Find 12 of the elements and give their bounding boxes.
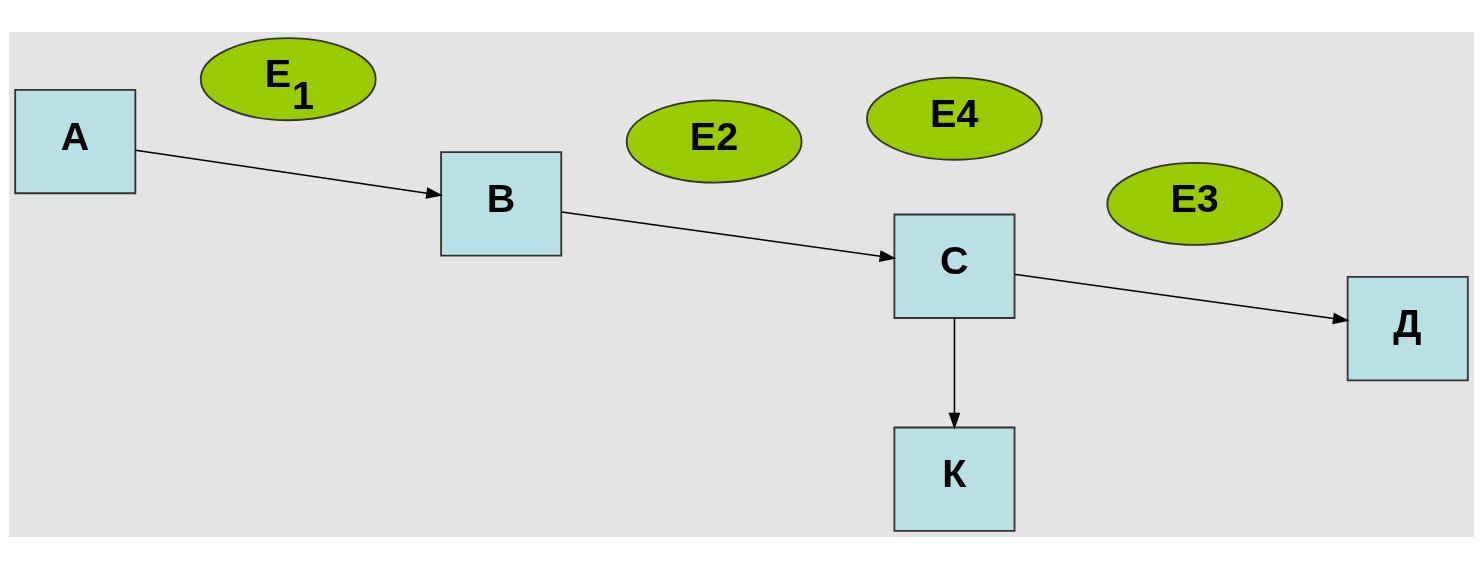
node-ellipse: Е3 xyxy=(1106,161,1284,246)
node-ellipse: Е4 xyxy=(866,76,1043,161)
arrow xyxy=(1014,273,1350,324)
node-box: А xyxy=(14,88,137,194)
node-box: В xyxy=(440,150,563,256)
node-box: Д xyxy=(1346,275,1469,381)
arrow xyxy=(134,148,443,199)
node-ellipse: Е2 xyxy=(625,99,803,183)
arrow xyxy=(948,317,961,429)
arrow xyxy=(560,210,897,262)
node-box: К xyxy=(893,426,1016,532)
node-box: С xyxy=(893,213,1016,319)
